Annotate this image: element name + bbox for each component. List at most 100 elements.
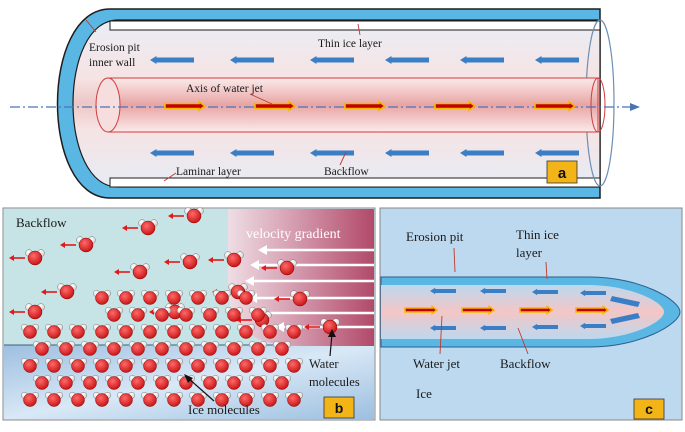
ice-molecule-35-o: [251, 342, 265, 356]
jet-flow-arrows: [164, 100, 577, 112]
water-molecule-arrow-2-head: [60, 242, 65, 248]
ice-molecule-41-o: [119, 359, 133, 373]
ice-molecule-38-o: [47, 359, 61, 373]
pointer-erosion-pit-wall: [85, 19, 97, 33]
ice-molecule-3-o: [167, 291, 181, 305]
pointer-backflow-c: [517, 327, 529, 355]
ice-molecule-65-o: [143, 393, 157, 407]
ice-molecule-59-o: [275, 376, 289, 390]
backflow-arrow-bottom-3: [385, 149, 429, 157]
backflow-arrow-top-3: [385, 56, 429, 64]
backflow-arrow-bottom-2: [310, 149, 354, 157]
ice-molecule-13-o: [251, 308, 265, 322]
ice-molecule-37-o: [23, 359, 37, 373]
pit-backflow-arrow-1: [480, 287, 506, 295]
ice-molecule-47-o: [263, 359, 277, 373]
ice-molecule-54-o: [155, 376, 169, 390]
jet-arrow-0: [164, 100, 207, 112]
backflow-arrow-top-0: [150, 56, 194, 64]
water-molecule-2-o: [78, 237, 94, 253]
panel-c-jet-arrows: [404, 305, 610, 315]
jet-arrow-1: [254, 100, 297, 112]
water-molecule-1-o: [140, 220, 156, 236]
water-molecule-8-o: [59, 284, 75, 300]
ice-molecule-69-o: [239, 393, 253, 407]
ice-molecule-23-o: [239, 325, 253, 339]
label-water-molecules-2: molecules: [309, 375, 360, 389]
water-molecule-7-o: [279, 260, 295, 276]
water-molecule-arrow-0-head: [168, 213, 173, 219]
label-water-jet-c: Water jet: [413, 356, 460, 371]
pit-backflow-arrow-5: [480, 324, 506, 332]
panel-tag-b: b: [335, 400, 344, 416]
ice-molecules: [20, 289, 304, 407]
pit-jet-arrow-1: [461, 305, 496, 315]
pit-backflow-arrow-3: [580, 289, 606, 297]
pointer-water-molecules: [329, 333, 333, 357]
jet-arrow-2: [344, 100, 387, 112]
water-molecule-arrow-10-head: [274, 296, 279, 302]
pointer-backflow-a: [339, 151, 347, 166]
ice-molecule-34-o: [227, 342, 241, 356]
pointer-water-molecules-head: [328, 329, 336, 337]
panel-tag-b-box: [323, 396, 355, 419]
ice-molecule-12-o: [227, 308, 241, 322]
label-erosion-pit-c: Erosion pit: [406, 229, 464, 244]
ice-molecule-31-o: [155, 342, 169, 356]
label-backflow-b: Backflow: [16, 215, 67, 230]
label-backflow-c: Backflow: [500, 356, 551, 371]
ice-molecule-49-o: [35, 376, 49, 390]
ice-molecule-30-o: [131, 342, 145, 356]
label-erosion-pit-wall-2: inner wall: [89, 57, 135, 69]
pointer-erosion-pit-c: [453, 247, 456, 273]
ice-molecule-62-o: [71, 393, 85, 407]
jet-arrow-3: [434, 100, 477, 112]
water-molecule-3-o: [182, 254, 198, 270]
ice-molecule-11-o: [203, 308, 217, 322]
label-thin-ice-2: layer: [516, 245, 543, 260]
panel-a: Erosion pit inner wall Thin ice layer Ax…: [10, 8, 640, 199]
ice-molecule-52-o: [107, 376, 121, 390]
ice-molecule-70-o: [263, 393, 277, 407]
ice-molecule-29-o: [107, 342, 121, 356]
label-erosion-pit-wall-1: Erosion pit: [89, 42, 141, 54]
ice-molecule-63-o: [95, 393, 109, 407]
backflow-arrow-top-5: [535, 56, 579, 64]
ice-molecule-27-o: [59, 342, 73, 356]
ice-molecule-4-o: [191, 291, 205, 305]
backflow-arrow-bottom-5: [535, 149, 579, 157]
ice-molecule-7-o: [107, 308, 121, 322]
gradient-arrow-0-head: [258, 245, 267, 255]
pit-jet-arrow-0: [404, 305, 439, 315]
ice-molecule-40-o: [95, 359, 109, 373]
water-molecule-14-o: [322, 319, 338, 335]
label-water-molecules-1: Water: [309, 357, 339, 371]
ice-molecule-14-o: [23, 325, 37, 339]
panel-tag-a: a: [558, 165, 567, 182]
ice-molecule-46-o: [239, 359, 253, 373]
pit-jet-arrow-2: [519, 305, 554, 315]
water-molecule-0-o: [186, 208, 202, 224]
water-molecule-10-o: [292, 291, 308, 307]
pit-backflow-arrow-0: [430, 287, 456, 295]
panel-tag-a-box: [546, 160, 578, 184]
ice-molecule-24-o: [263, 325, 277, 339]
ice-molecule-42-o: [143, 359, 157, 373]
water-molecule-4-o: [132, 264, 148, 280]
water-molecule-arrow-7-head: [261, 265, 266, 271]
ice-molecule-50-o: [59, 376, 73, 390]
ice-molecule-2-o: [143, 291, 157, 305]
ice-molecule-0-o: [95, 291, 109, 305]
water-molecule-11-o: [27, 304, 43, 320]
backflow-arrow-bottom-4: [460, 149, 504, 157]
ice-molecule-64-o: [119, 393, 133, 407]
backflow-arrows-bottom: [150, 149, 579, 157]
label-laminar-layer: Laminar layer: [176, 166, 241, 178]
ice-molecule-66-o: [167, 393, 181, 407]
ice-molecule-71-o: [287, 393, 301, 407]
axis-arrowhead: [630, 103, 640, 111]
pit-backflow-arrow-4: [430, 324, 456, 332]
thin-ice-band-top: [109, 20, 601, 31]
ice-molecule-36-o: [275, 342, 289, 356]
ice-molecule-60-o: [23, 393, 37, 407]
